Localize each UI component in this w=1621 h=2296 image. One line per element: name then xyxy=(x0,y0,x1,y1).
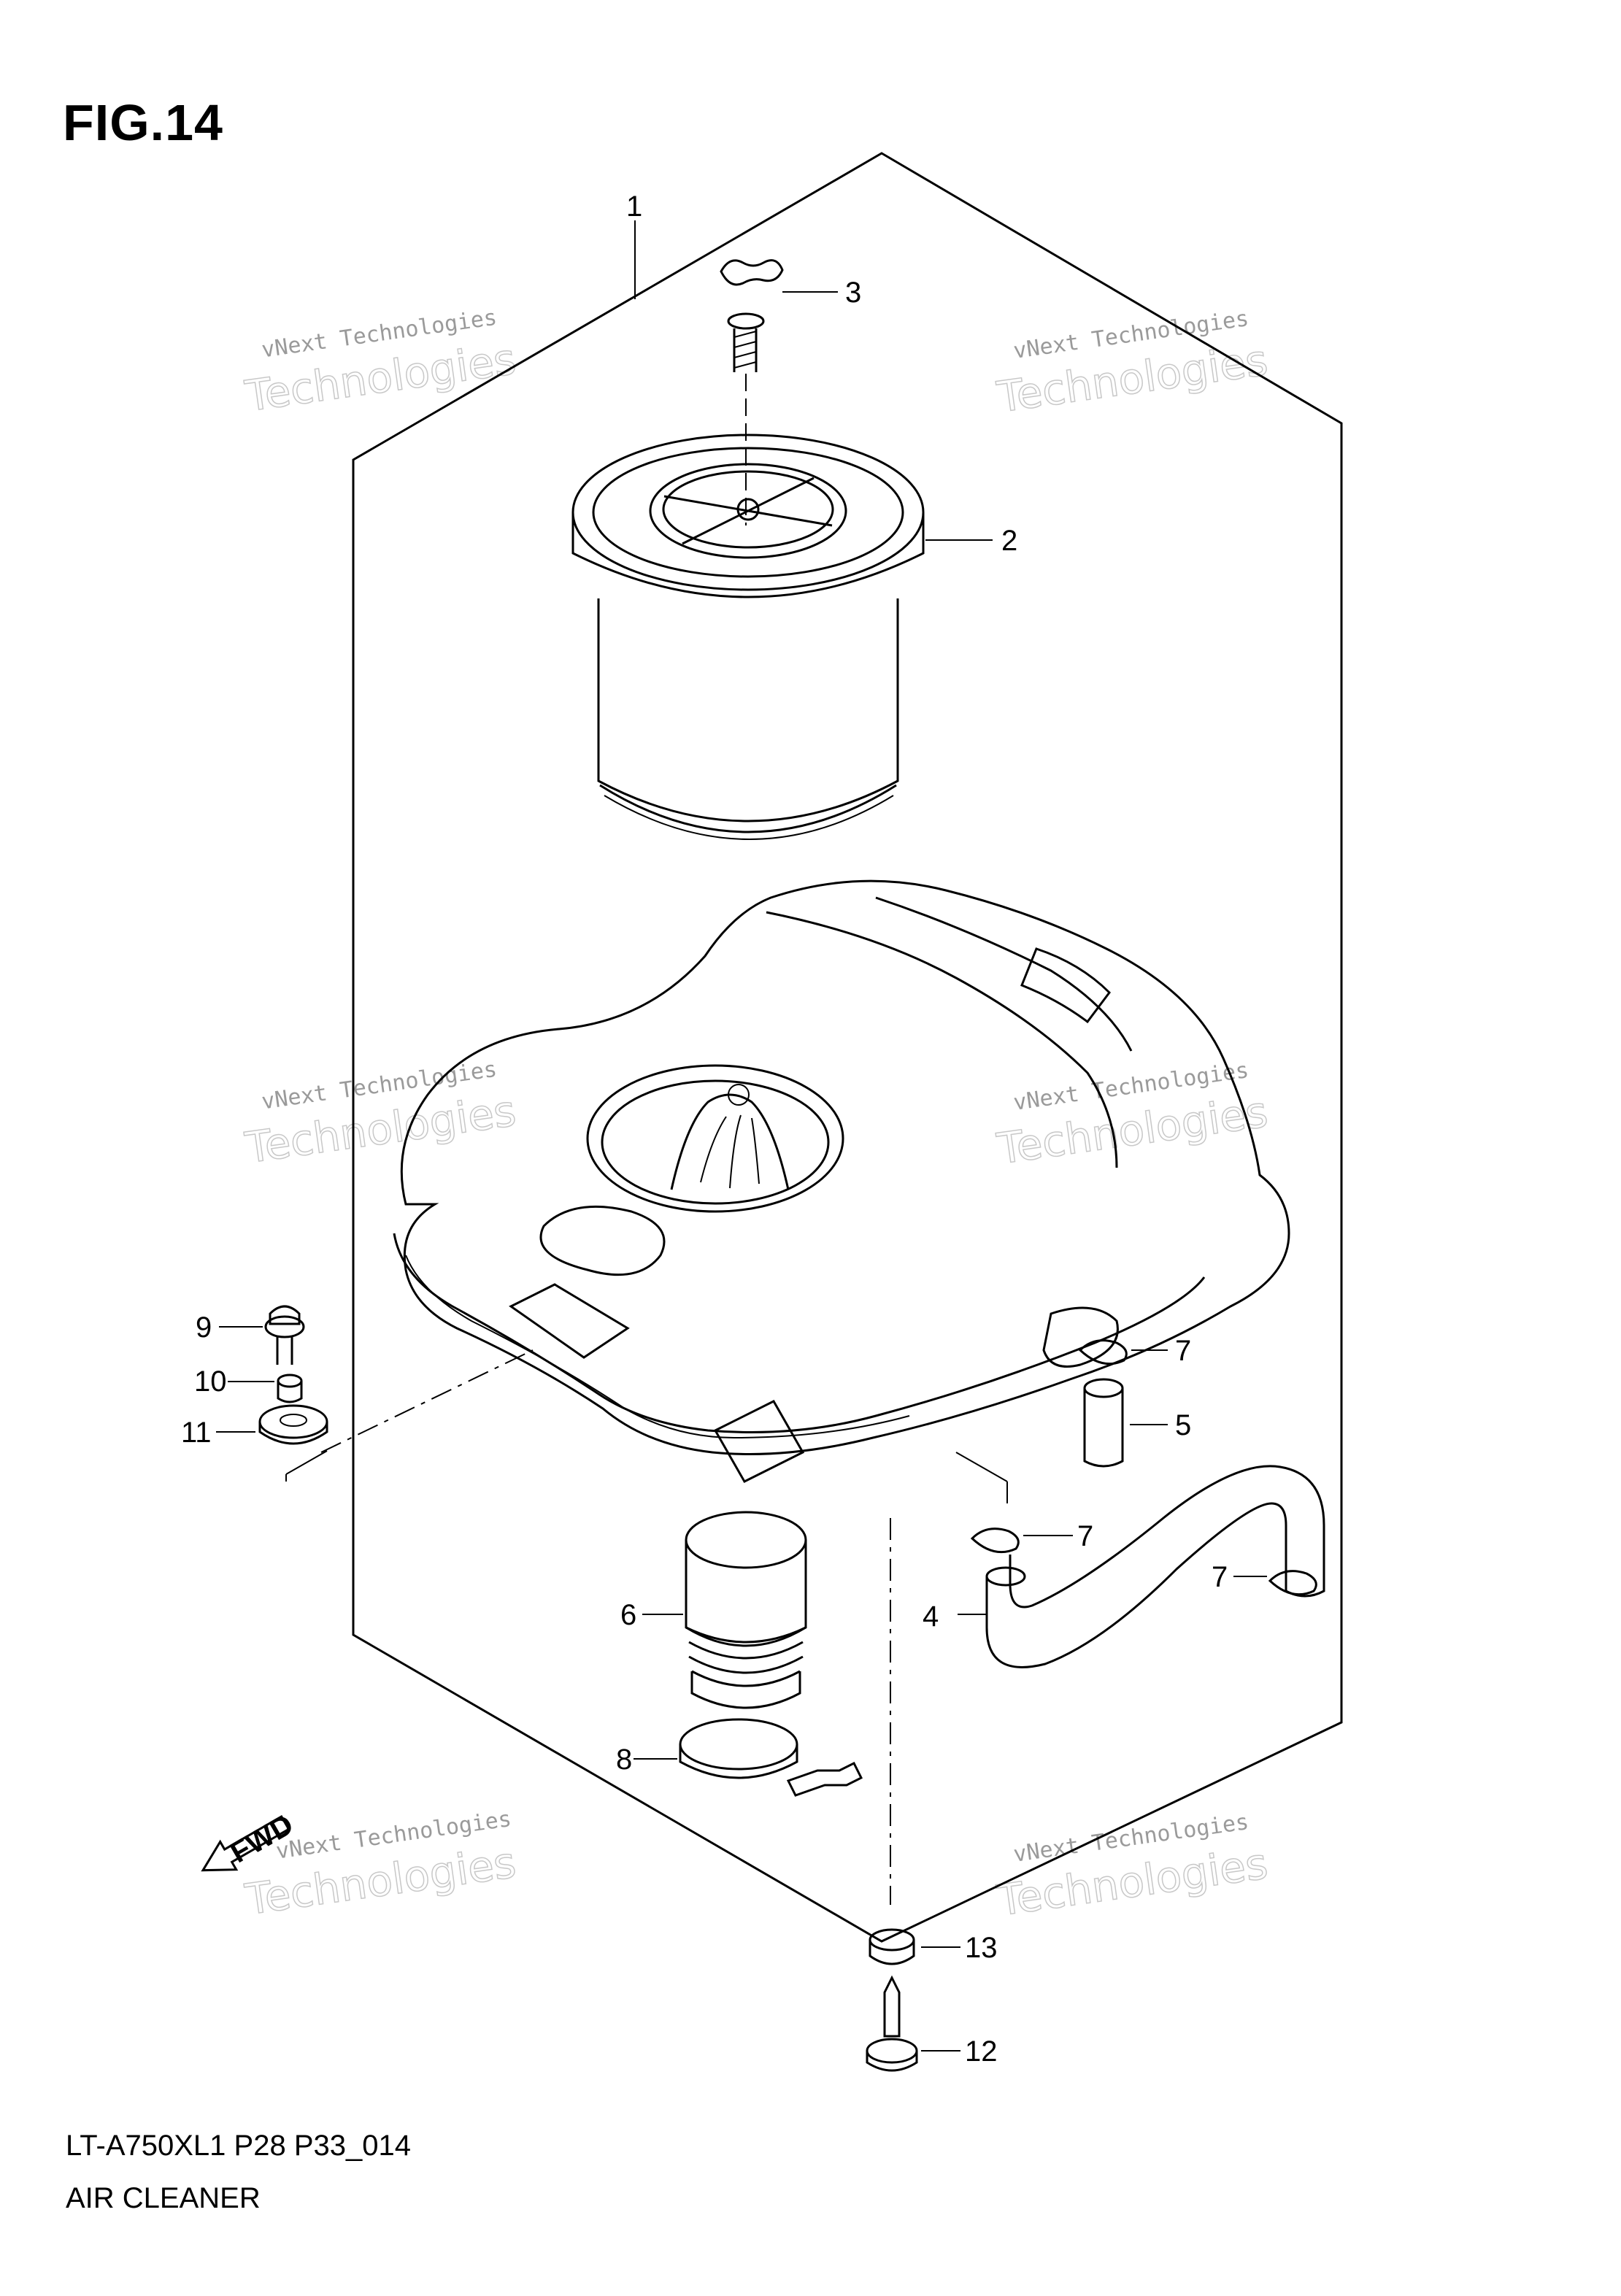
callout-2: 2 xyxy=(1001,525,1017,557)
clamp-part-7-b xyxy=(970,1528,1073,1554)
callout-4: 4 xyxy=(923,1600,939,1633)
wing-bolt-part-3 xyxy=(720,259,838,372)
figure-name: AIR CLEANER xyxy=(66,2182,261,2214)
leader-11-ext xyxy=(285,1450,328,1475)
collar-part-10 xyxy=(228,1374,303,1403)
callout-13: 13 xyxy=(965,1932,998,1964)
callout-10: 10 xyxy=(194,1365,227,1398)
callout-labels: 1 2 3 4 5 6 7 7 7 8 9 10 11 12 13 xyxy=(181,190,1228,2068)
grommet-part-13 xyxy=(869,1928,960,1965)
callout-7-b: 7 xyxy=(1077,1520,1093,1552)
callout-7-a: 7 xyxy=(1175,1335,1191,1367)
bolt-part-9 xyxy=(219,1305,305,1365)
grommet-part-11 xyxy=(216,1404,328,1445)
air-cleaner-case xyxy=(393,879,1290,1483)
callout-9: 9 xyxy=(196,1311,212,1344)
leader-9-11-to-case xyxy=(320,1349,534,1453)
callout-11: 11 xyxy=(181,1417,212,1449)
callout-12: 12 xyxy=(965,2035,998,2068)
callout-5: 5 xyxy=(1175,1409,1191,1441)
drain-plug-part-12 xyxy=(866,1975,960,2072)
figure-title: FIG.14 xyxy=(63,94,223,151)
air-filter-element-part-2 xyxy=(571,434,993,840)
leader-4-to-case xyxy=(955,1452,1008,1482)
callout-3: 3 xyxy=(845,277,861,309)
callout-6: 6 xyxy=(620,1599,636,1631)
clamp-part-7-a xyxy=(1078,1339,1168,1365)
callout-7-c: 7 xyxy=(1212,1561,1228,1593)
hose-clamp-part-8 xyxy=(634,1718,863,1797)
clamp-part-7-c xyxy=(1233,1570,1317,1596)
model-code: LT-A750XL1 P28 P33_014 xyxy=(66,2130,411,2162)
assembly-boundary xyxy=(352,152,1343,1943)
intake-pipe-part-6 xyxy=(642,1511,807,1709)
hose-part-5 xyxy=(1083,1378,1168,1468)
callout-1: 1 xyxy=(626,190,642,223)
hose-part-4 xyxy=(958,1465,1325,1668)
callout-8: 8 xyxy=(616,1744,632,1776)
